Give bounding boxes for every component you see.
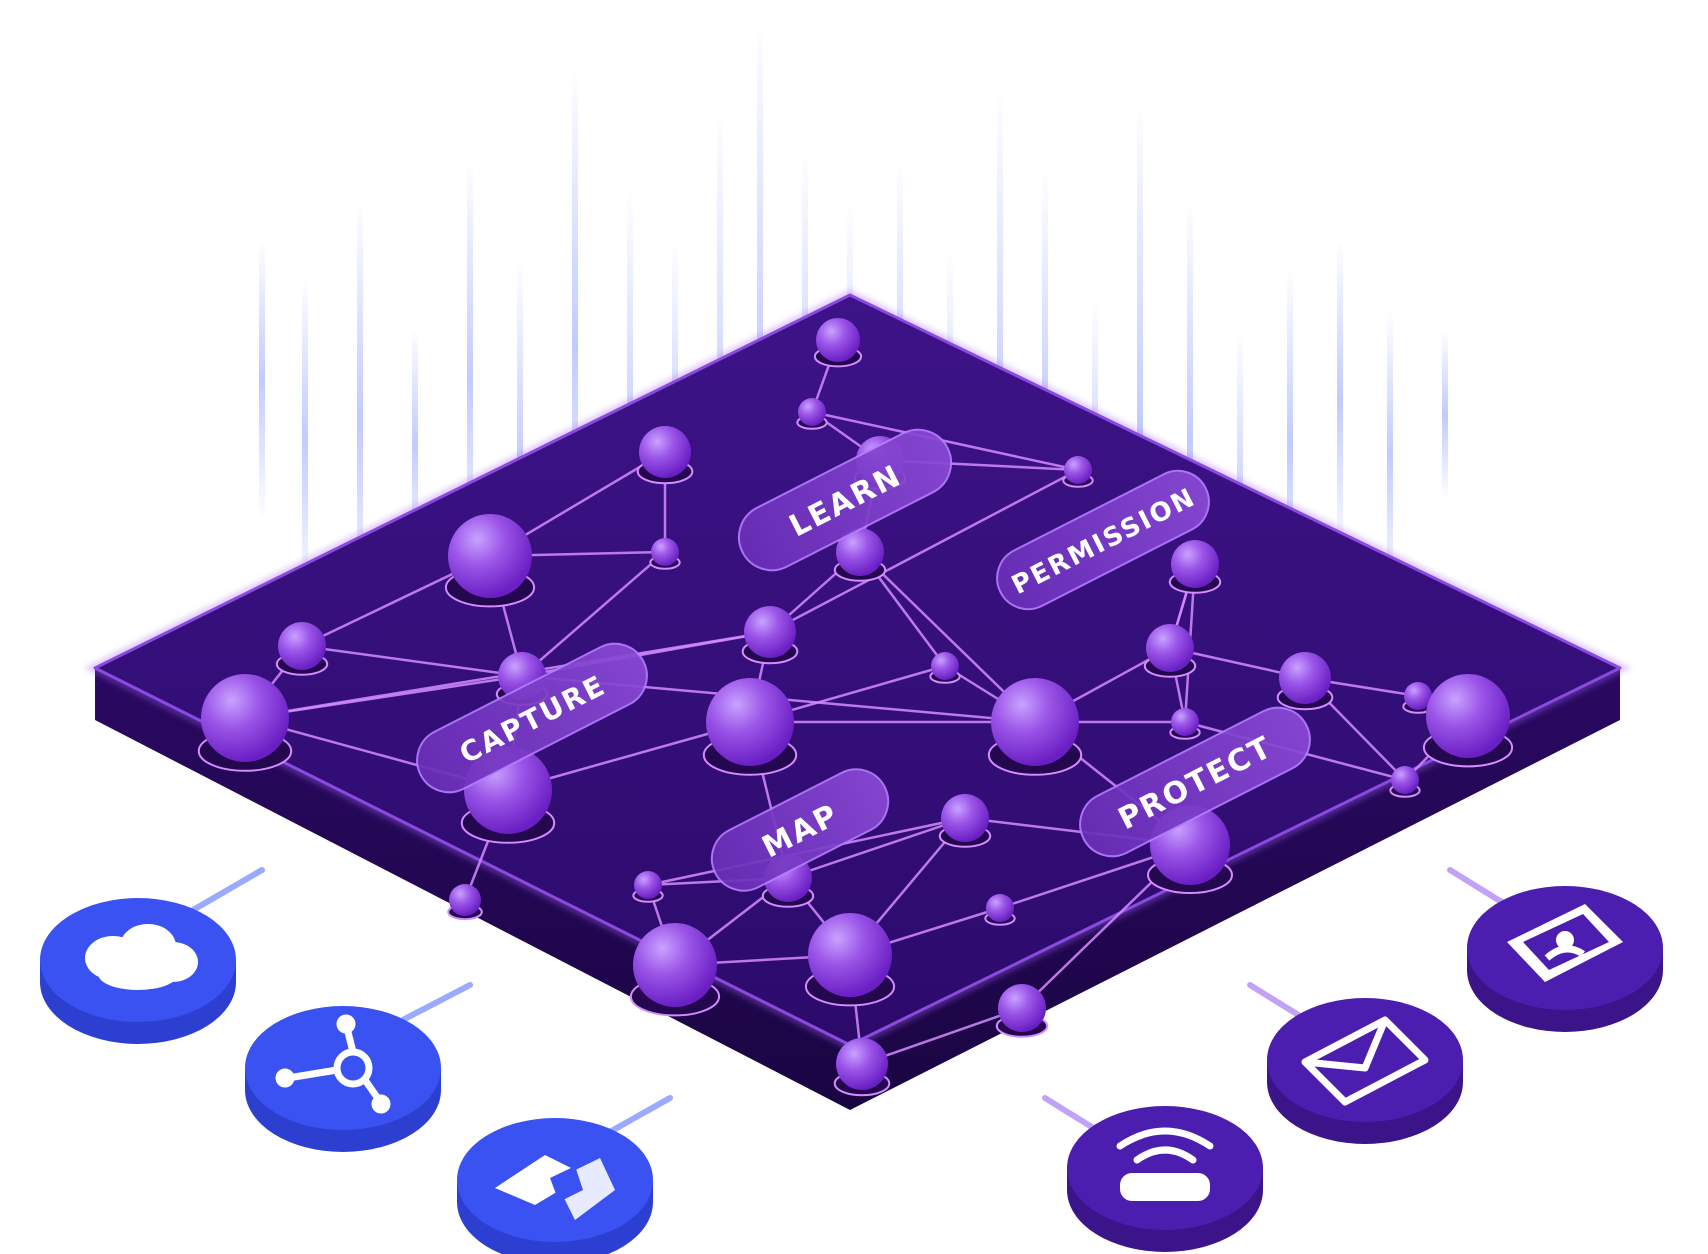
light-beam <box>572 70 578 620</box>
network-node <box>741 606 799 665</box>
network-node <box>636 426 694 485</box>
integration-app[interactable] <box>457 1118 653 1254</box>
network-node <box>649 538 681 570</box>
light-beam <box>1442 330 1448 500</box>
light-beam <box>1337 240 1343 560</box>
network-node <box>1062 456 1094 488</box>
hub-icon <box>275 1014 391 1114</box>
network-node <box>197 674 293 772</box>
light-beam <box>302 280 308 600</box>
network-node <box>1168 540 1222 594</box>
app-icon <box>495 1155 615 1220</box>
integration-hub[interactable] <box>245 1006 441 1152</box>
light-beam <box>412 330 418 560</box>
network-node <box>813 318 863 368</box>
network-edge <box>521 551 666 677</box>
mail-icon <box>1301 1016 1429 1106</box>
network-node <box>938 794 992 848</box>
network-node <box>275 622 329 676</box>
network-node <box>987 678 1083 776</box>
phone-icon <box>1116 1127 1214 1201</box>
integration-mail[interactable] <box>1267 998 1463 1144</box>
light-beam <box>1187 200 1193 680</box>
network-node <box>995 984 1049 1038</box>
light-beam <box>1387 310 1393 600</box>
network-node <box>833 1038 891 1097</box>
network-node <box>1389 766 1421 798</box>
network-edge <box>769 468 1079 634</box>
network-node <box>929 652 961 684</box>
network-edge <box>861 1006 1023 1066</box>
network-node <box>1422 674 1514 768</box>
platform-top <box>93 293 1622 1047</box>
platform <box>83 289 1632 1110</box>
network-node <box>1169 708 1201 740</box>
network-node <box>632 871 664 903</box>
network-node <box>702 678 798 776</box>
cloud-icon <box>85 924 198 990</box>
network-node <box>804 913 896 1007</box>
network-edge <box>301 644 523 678</box>
network-node <box>444 514 536 608</box>
network-node <box>629 923 721 1017</box>
network-edge <box>787 816 966 880</box>
network-node <box>796 398 828 430</box>
network-nodes <box>197 318 1514 1097</box>
integration-chat[interactable] <box>1467 886 1663 1032</box>
network-node <box>1276 652 1334 711</box>
light-beam <box>259 240 265 520</box>
chat-icon <box>1507 904 1623 982</box>
integration-cloud[interactable] <box>40 898 236 1044</box>
light-beam <box>357 200 363 640</box>
network-node <box>833 528 887 582</box>
network-node <box>1143 624 1197 678</box>
network-node <box>447 884 483 921</box>
network-edge <box>811 410 1079 472</box>
light-beam <box>1287 270 1293 620</box>
light-beam <box>467 160 473 600</box>
network-node <box>984 894 1016 926</box>
integration-phone[interactable] <box>1067 1106 1263 1252</box>
